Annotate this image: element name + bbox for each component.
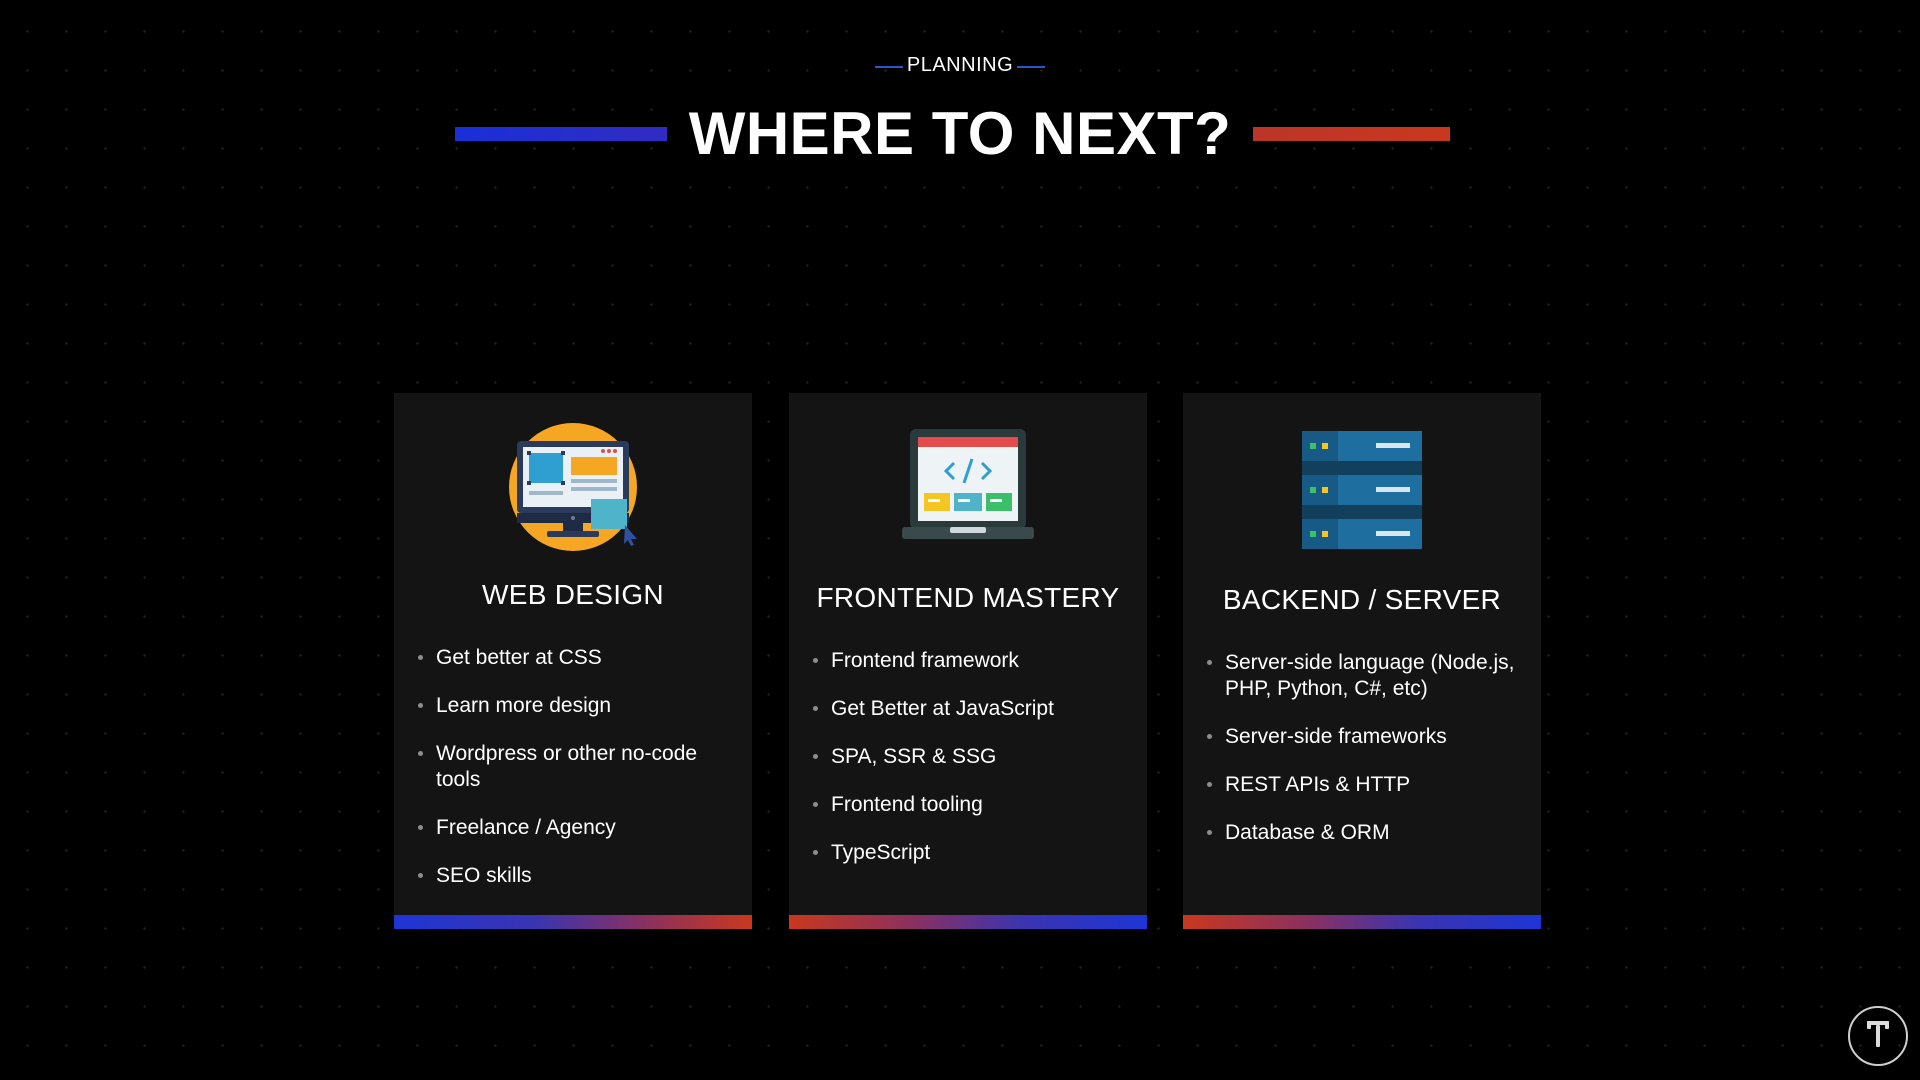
web-design-monitor-icon — [503, 421, 643, 551]
list-item: Server-side frameworks — [1205, 724, 1523, 750]
card-gradient-bar — [1183, 915, 1541, 929]
card-heading: BACKEND / SERVER — [1222, 584, 1502, 615]
list-item: Database & ORM — [1205, 820, 1523, 846]
list-item: Frontend tooling — [811, 792, 1129, 818]
list-item: Server-side language (Node.js, PHP, Pyth… — [1205, 650, 1523, 702]
server-rack-icon — [1292, 421, 1432, 551]
page-title-wrap: WHERE TO NEXT? — [0, 100, 1920, 168]
page-title: WHERE TO NEXT? — [666, 100, 1254, 168]
eyebrow-label: PLANNING — [874, 54, 1046, 77]
list-item: Get Better at JavaScript — [811, 696, 1129, 722]
list-item: TypeScript — [811, 840, 1129, 866]
card-list: Frontend framework Get Better at JavaScr… — [811, 648, 1129, 888]
brand-logo-icon — [1863, 1017, 1893, 1056]
card-gradient-bar — [789, 915, 1147, 929]
list-item: SPA, SSR & SSG — [811, 744, 1129, 770]
list-item: Frontend framework — [811, 648, 1129, 674]
list-item: Wordpress or other no-code tools — [416, 741, 734, 793]
card-frontend-mastery: FRONTEND MASTERY Frontend framework Get … — [789, 393, 1147, 929]
card-list: Server-side language (Node.js, PHP, Pyth… — [1205, 650, 1523, 868]
eyebrow: PLANNING — [0, 54, 1920, 77]
list-item: Learn more design — [416, 693, 734, 719]
list-item: REST APIs & HTTP — [1205, 772, 1523, 798]
code-laptop-icon — [898, 421, 1038, 551]
list-item: SEO skills — [416, 863, 734, 889]
card-web-design: WEB DESIGN Get better at CSS Learn more … — [394, 393, 752, 929]
card-backend-server: BACKEND / SERVER Server-side language (N… — [1183, 393, 1541, 929]
card-list: Get better at CSS Learn more design Word… — [416, 645, 734, 911]
card-heading: FRONTEND MASTERY — [816, 582, 1120, 613]
brand-logo-badge[interactable] — [1848, 1006, 1908, 1066]
card-gradient-bar — [394, 915, 752, 929]
card-heading: WEB DESIGN — [482, 579, 664, 610]
list-item: Get better at CSS — [416, 645, 734, 671]
list-item: Freelance / Agency — [416, 815, 734, 841]
